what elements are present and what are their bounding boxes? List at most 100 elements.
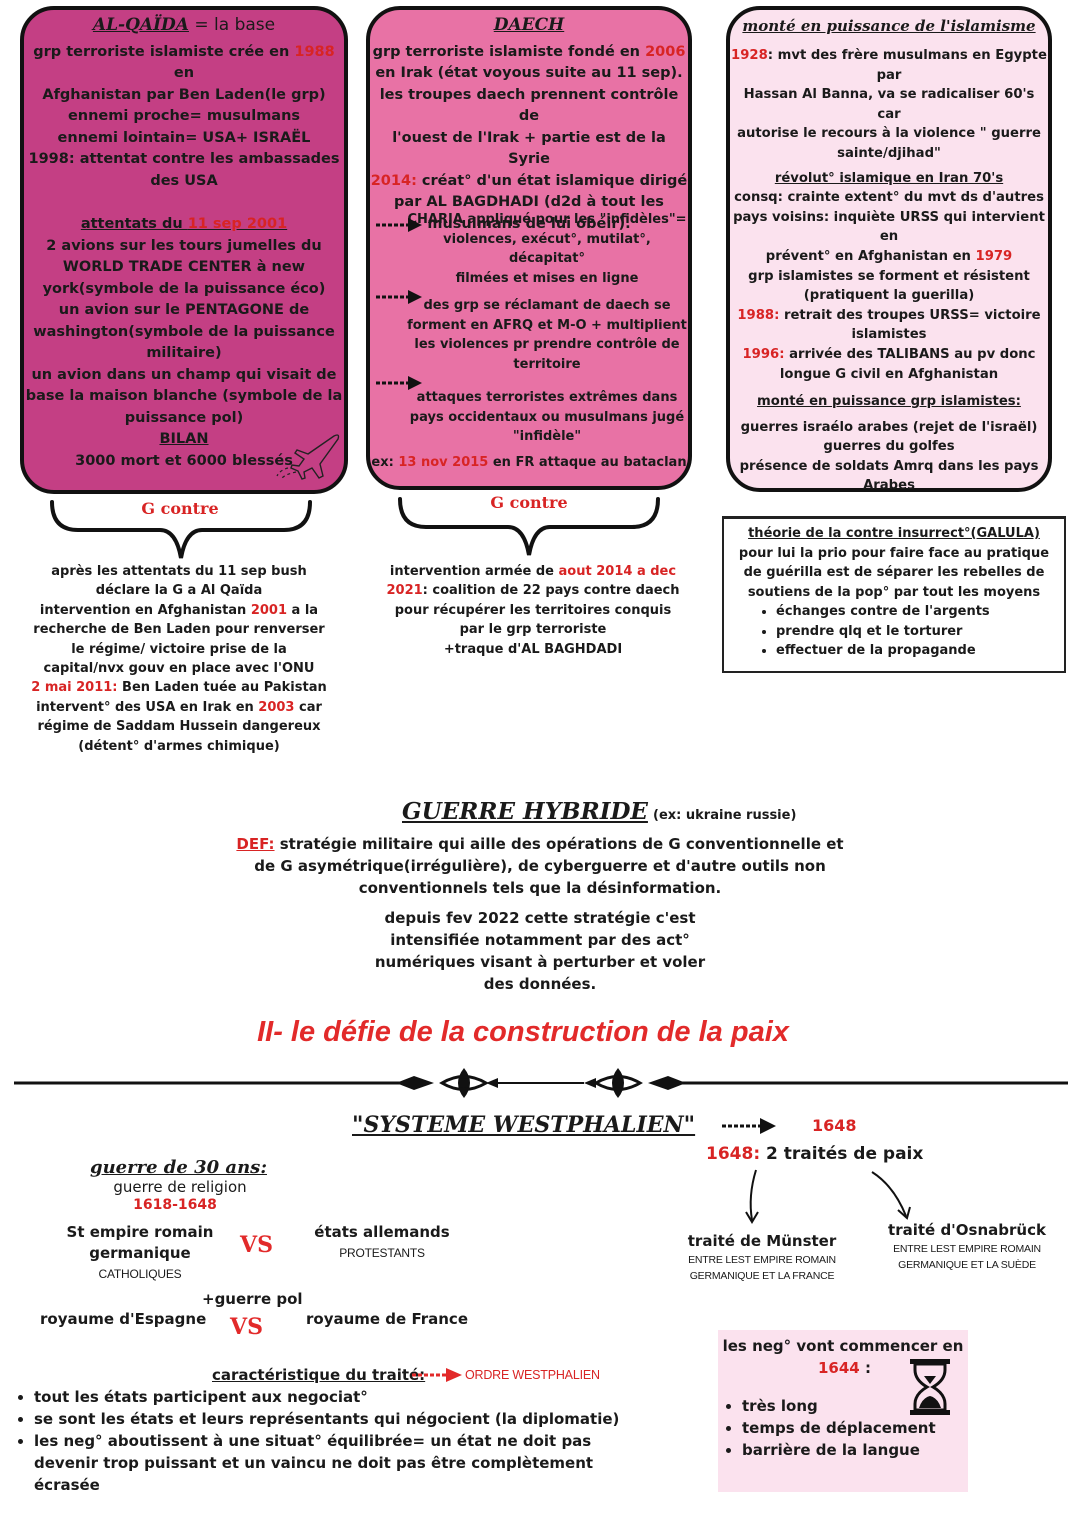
galula-line: pour lui la prio pour faire face au prat… xyxy=(738,545,1050,561)
g30-sub: guerre de religion xyxy=(113,1178,247,1196)
hourglass-icon xyxy=(910,1359,950,1415)
alqaida-line: un avion dans un champ qui visait de xyxy=(31,366,337,383)
france: royaume de France xyxy=(306,1310,468,1328)
daech-title: DAECH xyxy=(493,15,565,35)
islamisme-line: pays voisins: inquiète URSS qui intervie… xyxy=(733,209,1045,245)
gcontre2-label: G contre xyxy=(490,493,568,512)
islamisme-line: (pratiquent la guerilla) xyxy=(803,288,975,304)
islamisme-line: islamistes xyxy=(851,327,927,343)
islamisme-line: longue G civil en Afghanistan xyxy=(779,366,999,382)
daech-card: DAECH grp terroriste islamiste fondé en … xyxy=(366,6,692,490)
alqaida-line: Afghanistan par Ben Laden(le grp) xyxy=(42,86,326,103)
neg-title: les neg° vont commencer en xyxy=(722,1337,964,1355)
islamisme-line: sainte/djihad" xyxy=(837,145,941,161)
galula-item: effectuer de la propagande xyxy=(776,641,1064,661)
islamisme-card: monté en puissance de l'islamisme 1928: … xyxy=(726,6,1052,493)
espagne: royaume d'Espagne xyxy=(40,1310,207,1328)
alqaida-line: des USA xyxy=(150,172,218,189)
daech-line: 2014: créat° d'un état islamique dirigé xyxy=(370,172,688,189)
islamisme-line: 1928: mvt des frère musulmans en Egypte … xyxy=(731,48,1047,83)
islamisme-line: présence de soldats Amrq dans les pays xyxy=(739,458,1039,474)
alqaida-line: grp terroriste islamiste crée en 1988 en xyxy=(33,43,335,82)
islamisme-line: 1988: retrait des troupes URSS= victoire xyxy=(737,307,1041,323)
neg-item: barrière de la langue xyxy=(742,1439,968,1461)
section-title: II- le défie de la construction de la pa… xyxy=(257,1016,789,1048)
islamisme-line: consq: crainte extent° du mvt ds d'autre… xyxy=(734,190,1044,206)
arrow-icon xyxy=(376,290,422,304)
osnabruck-block: traité d'Osnabrück ENTRE LEST EMPIRE ROM… xyxy=(888,1221,1046,1271)
neg-item: temps de déplacement xyxy=(742,1417,968,1439)
revolution-heading: révolut° islamique en Iran 70's xyxy=(774,170,1004,186)
carac-item: les neg° aboutissent à une situat° équil… xyxy=(34,1430,644,1496)
airplane-icon xyxy=(276,434,340,480)
gcontre1-text: après les attentats du 11 sep bush décla… xyxy=(31,564,327,754)
attentats-heading: attentats du 11 sep 2001 xyxy=(80,216,288,232)
islamisme-line: guerres israélo arabes (rejet de l'israë… xyxy=(740,419,1038,435)
daech-line: grp terroriste islamiste fondé en 2006 xyxy=(372,43,686,60)
carac-list: tout les états participent aux negociat°… xyxy=(16,1386,644,1496)
islamisme-line: Hassan Al Banna, va se radicaliser 60's … xyxy=(743,87,1035,122)
hybride-def: DEF: stratégie militaire qui aille des o… xyxy=(236,835,844,897)
g30-years: 1618-1648 xyxy=(133,1197,217,1213)
brace-right xyxy=(398,497,660,556)
negociations-box: les neg° vont commencer en 1644 : très l… xyxy=(718,1330,968,1492)
gcontre1-label: G contre xyxy=(141,499,219,518)
carac-heading: caractéristique du traité: xyxy=(212,1366,426,1384)
carac-item: tout les états participent aux negociat° xyxy=(34,1386,644,1408)
arrow-icon xyxy=(722,1118,776,1134)
galula-line: de guérilla est de séparer les rebelles … xyxy=(743,565,1045,580)
alqaida-line: ennemi proche= musulmans xyxy=(67,108,301,124)
charia-block: CHARIA appliqué pour les "infidèles"=vio… xyxy=(407,212,687,286)
arrow-icon xyxy=(376,376,422,390)
alqaida-line: un avion sur le PENTAGONE de xyxy=(58,302,310,318)
galula-item: prendre qlq et le torturer xyxy=(776,622,1064,642)
alqaida-card: AL-QAÏDA = la base grp terroriste islami… xyxy=(20,6,348,494)
galula-box: théorie de la contre insurrect°(GALULA) … xyxy=(722,516,1066,673)
westphalie-title: "SYSTEME WESTPHALIEN" xyxy=(352,1112,696,1138)
neg-item: très long xyxy=(742,1395,968,1417)
bataclan-line: ex: 13 nov 2015 en FR attaque au batacla… xyxy=(371,454,687,470)
guerre-pol: +guerre pol xyxy=(202,1290,303,1308)
islamisme-line: 1996: arrivée des TALIBANS au pv donc xyxy=(742,346,1036,362)
islamisme-line: Arabes xyxy=(863,478,915,494)
alqaida-line: york(symbole de la puissance éco) xyxy=(42,280,326,297)
hybride-example: (ex: ukraine russie) xyxy=(653,808,797,823)
islamisme-line: guerres du golfes xyxy=(823,439,955,455)
vs-label: VS xyxy=(240,1232,273,1258)
islamisme-line: autorise le recours à la violence " guer… xyxy=(737,126,1041,142)
etats-allemands: états allemands PROTESTANTS xyxy=(314,1223,450,1260)
alqaida-line: 3000 mort et 6000 blessés xyxy=(75,452,293,469)
daech-line: les troupes daech prennent contrôle de xyxy=(379,86,679,125)
vs-label: VS xyxy=(230,1314,263,1340)
daech-line: en Irak (état voyous suite au 11 sep). xyxy=(375,65,683,81)
groupes-heading: monté en puissance grp islamistes: xyxy=(757,394,1021,410)
hybride-title: GUERRE HYBRIDE xyxy=(402,798,648,825)
islamisme-line: grp islamistes se forment et résistent xyxy=(748,268,1030,284)
ordre-westphalien: ORDRE WESTPHALIEN xyxy=(465,1368,600,1382)
brace-left xyxy=(50,500,312,559)
carac-item: se sont les états et leurs représentants… xyxy=(34,1408,644,1430)
islamisme-line: prévent° en Afghanistan en 1979 xyxy=(765,248,1013,264)
hybride-para: depuis fev 2022 cette stratégie c'est in… xyxy=(374,909,706,993)
galula-item: échanges contre de l'argents xyxy=(776,602,1064,622)
g30-title: guerre de 30 ans: xyxy=(90,1157,267,1178)
saint-empire: St empire romain germanique CATHOLIQUES xyxy=(66,1223,214,1281)
westphalie-year: 1648 xyxy=(812,1116,857,1135)
hybride-heading: GUERRE HYBRIDE (ex: ukraine russie) xyxy=(402,798,796,825)
traites-line: 1648: 2 traités de paix xyxy=(706,1144,924,1164)
arrow-icon xyxy=(376,218,422,232)
munster-block: traité de Münster ENTRE LEST EMPIRE ROMA… xyxy=(687,1232,837,1282)
daech-line: musulmans de lui obéir). xyxy=(427,215,631,232)
alqaida-line: washington(symbole de la puissance xyxy=(33,323,335,340)
islamisme-title: monté en puissance de l'islamisme xyxy=(742,17,1036,35)
alqaida-line: ennemi lointain= USA+ ISRAËL xyxy=(57,129,311,146)
daech-line: par AL BAGDHADI (d2d à tout les xyxy=(394,194,664,210)
alqaida-line: base la maison blanche (symbole de la xyxy=(25,388,343,404)
bilan-heading: BILAN xyxy=(159,431,209,447)
alqaida-title-suffix: = la base xyxy=(188,15,276,35)
ornamental-divider xyxy=(14,1068,1068,1098)
alqaida-title: AL-QAÏDA xyxy=(92,15,189,35)
neg-year-line: 1644 : xyxy=(818,1359,871,1377)
